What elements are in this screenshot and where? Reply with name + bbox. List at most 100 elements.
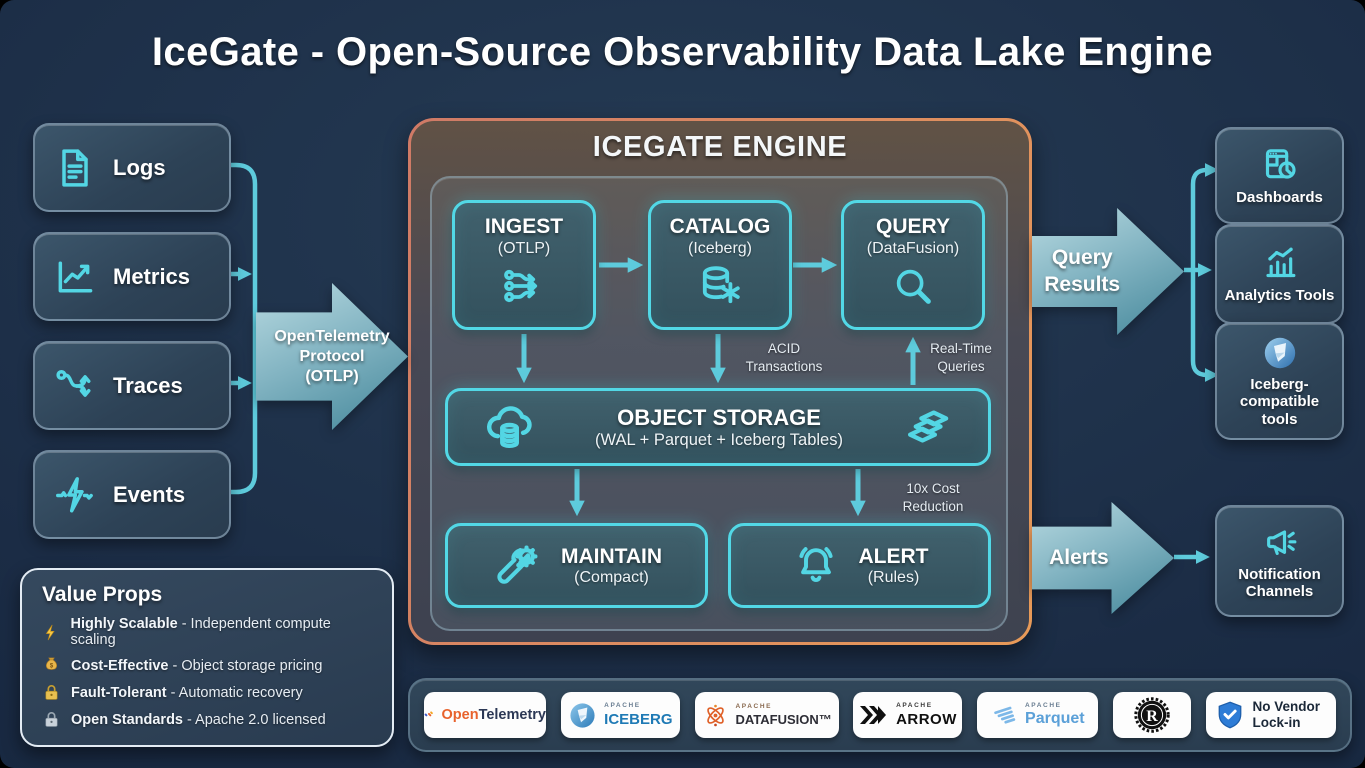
destination-iceberg-tools: Iceberg-compatible tools <box>1215 322 1344 440</box>
alerts-label: Alerts <box>1049 545 1109 569</box>
logo-no-vendor-lockin: No Vendor Lock-in <box>1205 692 1336 738</box>
wrench-gear-icon <box>497 545 538 584</box>
logo-apache-parquet: APACHE Parquet <box>977 692 1099 738</box>
rust-letter: R <box>1146 708 1158 725</box>
datafusion-icon <box>706 704 724 726</box>
cloud-database-icon <box>487 406 532 448</box>
query-results-arrow: Query Results <box>1032 208 1184 335</box>
node-subtitle: (Rules) <box>867 568 920 586</box>
iceberg-sphere-icon <box>1264 337 1295 369</box>
rust-gear-icon: R <box>1134 697 1170 733</box>
query-results-label: Query Results <box>1044 246 1121 296</box>
alerts-arrow: Alerts <box>1032 502 1174 614</box>
value-prop-item: Open Standards- Apache 2.0 licensed <box>42 710 372 729</box>
node-subtitle: (Iceberg) <box>687 240 753 257</box>
iceberg-label: APACHE ICEBERG <box>604 702 673 728</box>
database-snowflake-icon <box>702 266 740 304</box>
value-props-title: Value Props <box>42 583 163 606</box>
node-title: CATALOG <box>669 215 771 238</box>
megaphone-icon <box>1266 530 1296 555</box>
destination-dashboards: Dashboards <box>1215 127 1344 224</box>
edge-label-cost: 10x Cost Reduction <box>902 481 964 514</box>
source-box-logs: Logs <box>33 123 231 212</box>
node-subtitle: (Compact) <box>574 568 649 586</box>
page-title: IceGate - Open-Source Observability Data… <box>151 30 1214 74</box>
bell-icon <box>798 546 833 582</box>
value-prop-item: Fault-Tolerant- Automatic recovery <box>42 683 372 702</box>
value-prop-text: Open Standards- Apache 2.0 licensed <box>71 711 326 728</box>
document-icon <box>62 148 88 187</box>
source-box-traces: Traces <box>33 341 231 430</box>
node-title: MAINTAIN <box>560 544 663 568</box>
source-label: Logs <box>113 154 166 180</box>
node-subtitle: (OTLP) <box>497 240 551 257</box>
alert-text: ALERT (Rules) <box>859 545 929 587</box>
destination-label: Dashboards <box>1236 188 1323 206</box>
node-subtitle: (WAL + Parquet + Iceberg Tables) <box>595 430 843 449</box>
svg-text:$: $ <box>50 664 54 670</box>
arrow-label: APACHE ARROW <box>896 702 957 728</box>
value-prop-item: $ Cost-Effective- Object storage pricing <box>42 656 372 675</box>
stacked-layers-icon <box>907 410 949 443</box>
node-object-storage: OBJECT STORAGE (WAL + Parquet + Iceberg … <box>445 388 991 466</box>
logo-apache-arrow: APACHE ARROW <box>853 692 963 738</box>
node-catalog: CATALOG (Iceberg) <box>648 200 792 330</box>
engine-title: ICEGATE ENGINE <box>592 131 848 163</box>
left-source-connectors <box>208 162 258 495</box>
logo-rust: R <box>1113 692 1192 738</box>
node-title: QUERY <box>876 215 950 238</box>
value-props-panel: Value Props Highly Scalable- Independent… <box>20 568 394 747</box>
node-ingest: INGEST (OTLP) <box>452 200 596 330</box>
parquet-label: APACHE Parquet <box>1025 701 1085 728</box>
logo-apache-datafusion: APACHE DATAFUSION™ <box>694 692 839 738</box>
value-prop-item: Highly Scalable- Independent compute sca… <box>42 616 372 648</box>
source-label: Metrics <box>113 263 191 289</box>
arrow-icon <box>860 706 887 724</box>
opentelemetry-label: OpenTelemetry <box>441 707 547 723</box>
node-title: OBJECT STORAGE <box>617 404 821 430</box>
no-vendor-label: No Vendor Lock-in <box>1252 699 1320 730</box>
dashboard-icon <box>1265 149 1296 179</box>
edge-label-realtime: Real-Time Queries <box>930 341 992 374</box>
node-title: ALERT <box>858 544 929 568</box>
branch-arrows-icon <box>56 369 91 397</box>
pulse-bolt-icon <box>56 476 93 513</box>
magnifier-icon <box>896 269 931 304</box>
value-prop-text: Highly Scalable- Independent compute sca… <box>70 616 331 648</box>
line-chart-icon <box>58 261 93 292</box>
destination-label: Analytics Tools <box>1224 287 1335 305</box>
source-box-events: Events <box>33 450 231 539</box>
right-output-connectors <box>1174 163 1219 564</box>
logo-apache-iceberg: APACHE ICEBERG <box>560 692 680 738</box>
otlp-arrow: OpenTelemetry Protocol (OTLP) <box>256 283 408 430</box>
node-alert: ALERT (Rules) <box>728 523 991 608</box>
object-storage-text: OBJECT STORAGE (WAL + Parquet + Iceberg … <box>595 405 843 450</box>
gold-lock-icon <box>45 685 58 700</box>
node-title: INGEST <box>484 215 564 238</box>
value-prop-text: Cost-Effective- Object storage pricing <box>71 657 323 674</box>
destination-analytics-tools: Analytics Tools <box>1215 224 1344 324</box>
value-prop-text: Fault-Tolerant- Automatic recovery <box>71 684 303 701</box>
engine-internal-arrows <box>516 257 921 517</box>
edge-label-acid: ACID Transactions <box>745 341 823 374</box>
destination-notification-channels: Notification Channels <box>1215 505 1344 617</box>
source-label: Traces <box>113 372 183 398</box>
node-subtitle: (DataFusion) <box>866 240 960 257</box>
circuit-icon <box>504 269 538 303</box>
node-query: QUERY (DataFusion) <box>841 200 985 330</box>
source-label: Events <box>113 481 186 507</box>
opentelemetry-icon <box>424 711 433 717</box>
tech-logo-bar: OpenTelemetry APACHE ICEBERG <box>408 678 1352 752</box>
lightning-icon <box>45 624 55 640</box>
destination-label: Iceberg-compatible tools <box>1239 376 1320 428</box>
shield-check-icon <box>1219 701 1242 729</box>
otlp-arrow-label: OpenTelemetry Protocol (OTLP) <box>274 327 390 385</box>
logo-opentelemetry: OpenTelemetry <box>424 692 546 738</box>
silver-lock-icon <box>45 712 58 727</box>
money-bag-icon: $ <box>45 657 58 670</box>
maintain-text: MAINTAIN (Compact) <box>561 545 662 587</box>
datafusion-label: APACHE DATAFUSION™ <box>735 703 832 727</box>
destination-label: Notification Channels <box>1238 565 1321 600</box>
bar-chart-icon <box>1265 248 1295 278</box>
parquet-icon <box>994 706 1016 724</box>
